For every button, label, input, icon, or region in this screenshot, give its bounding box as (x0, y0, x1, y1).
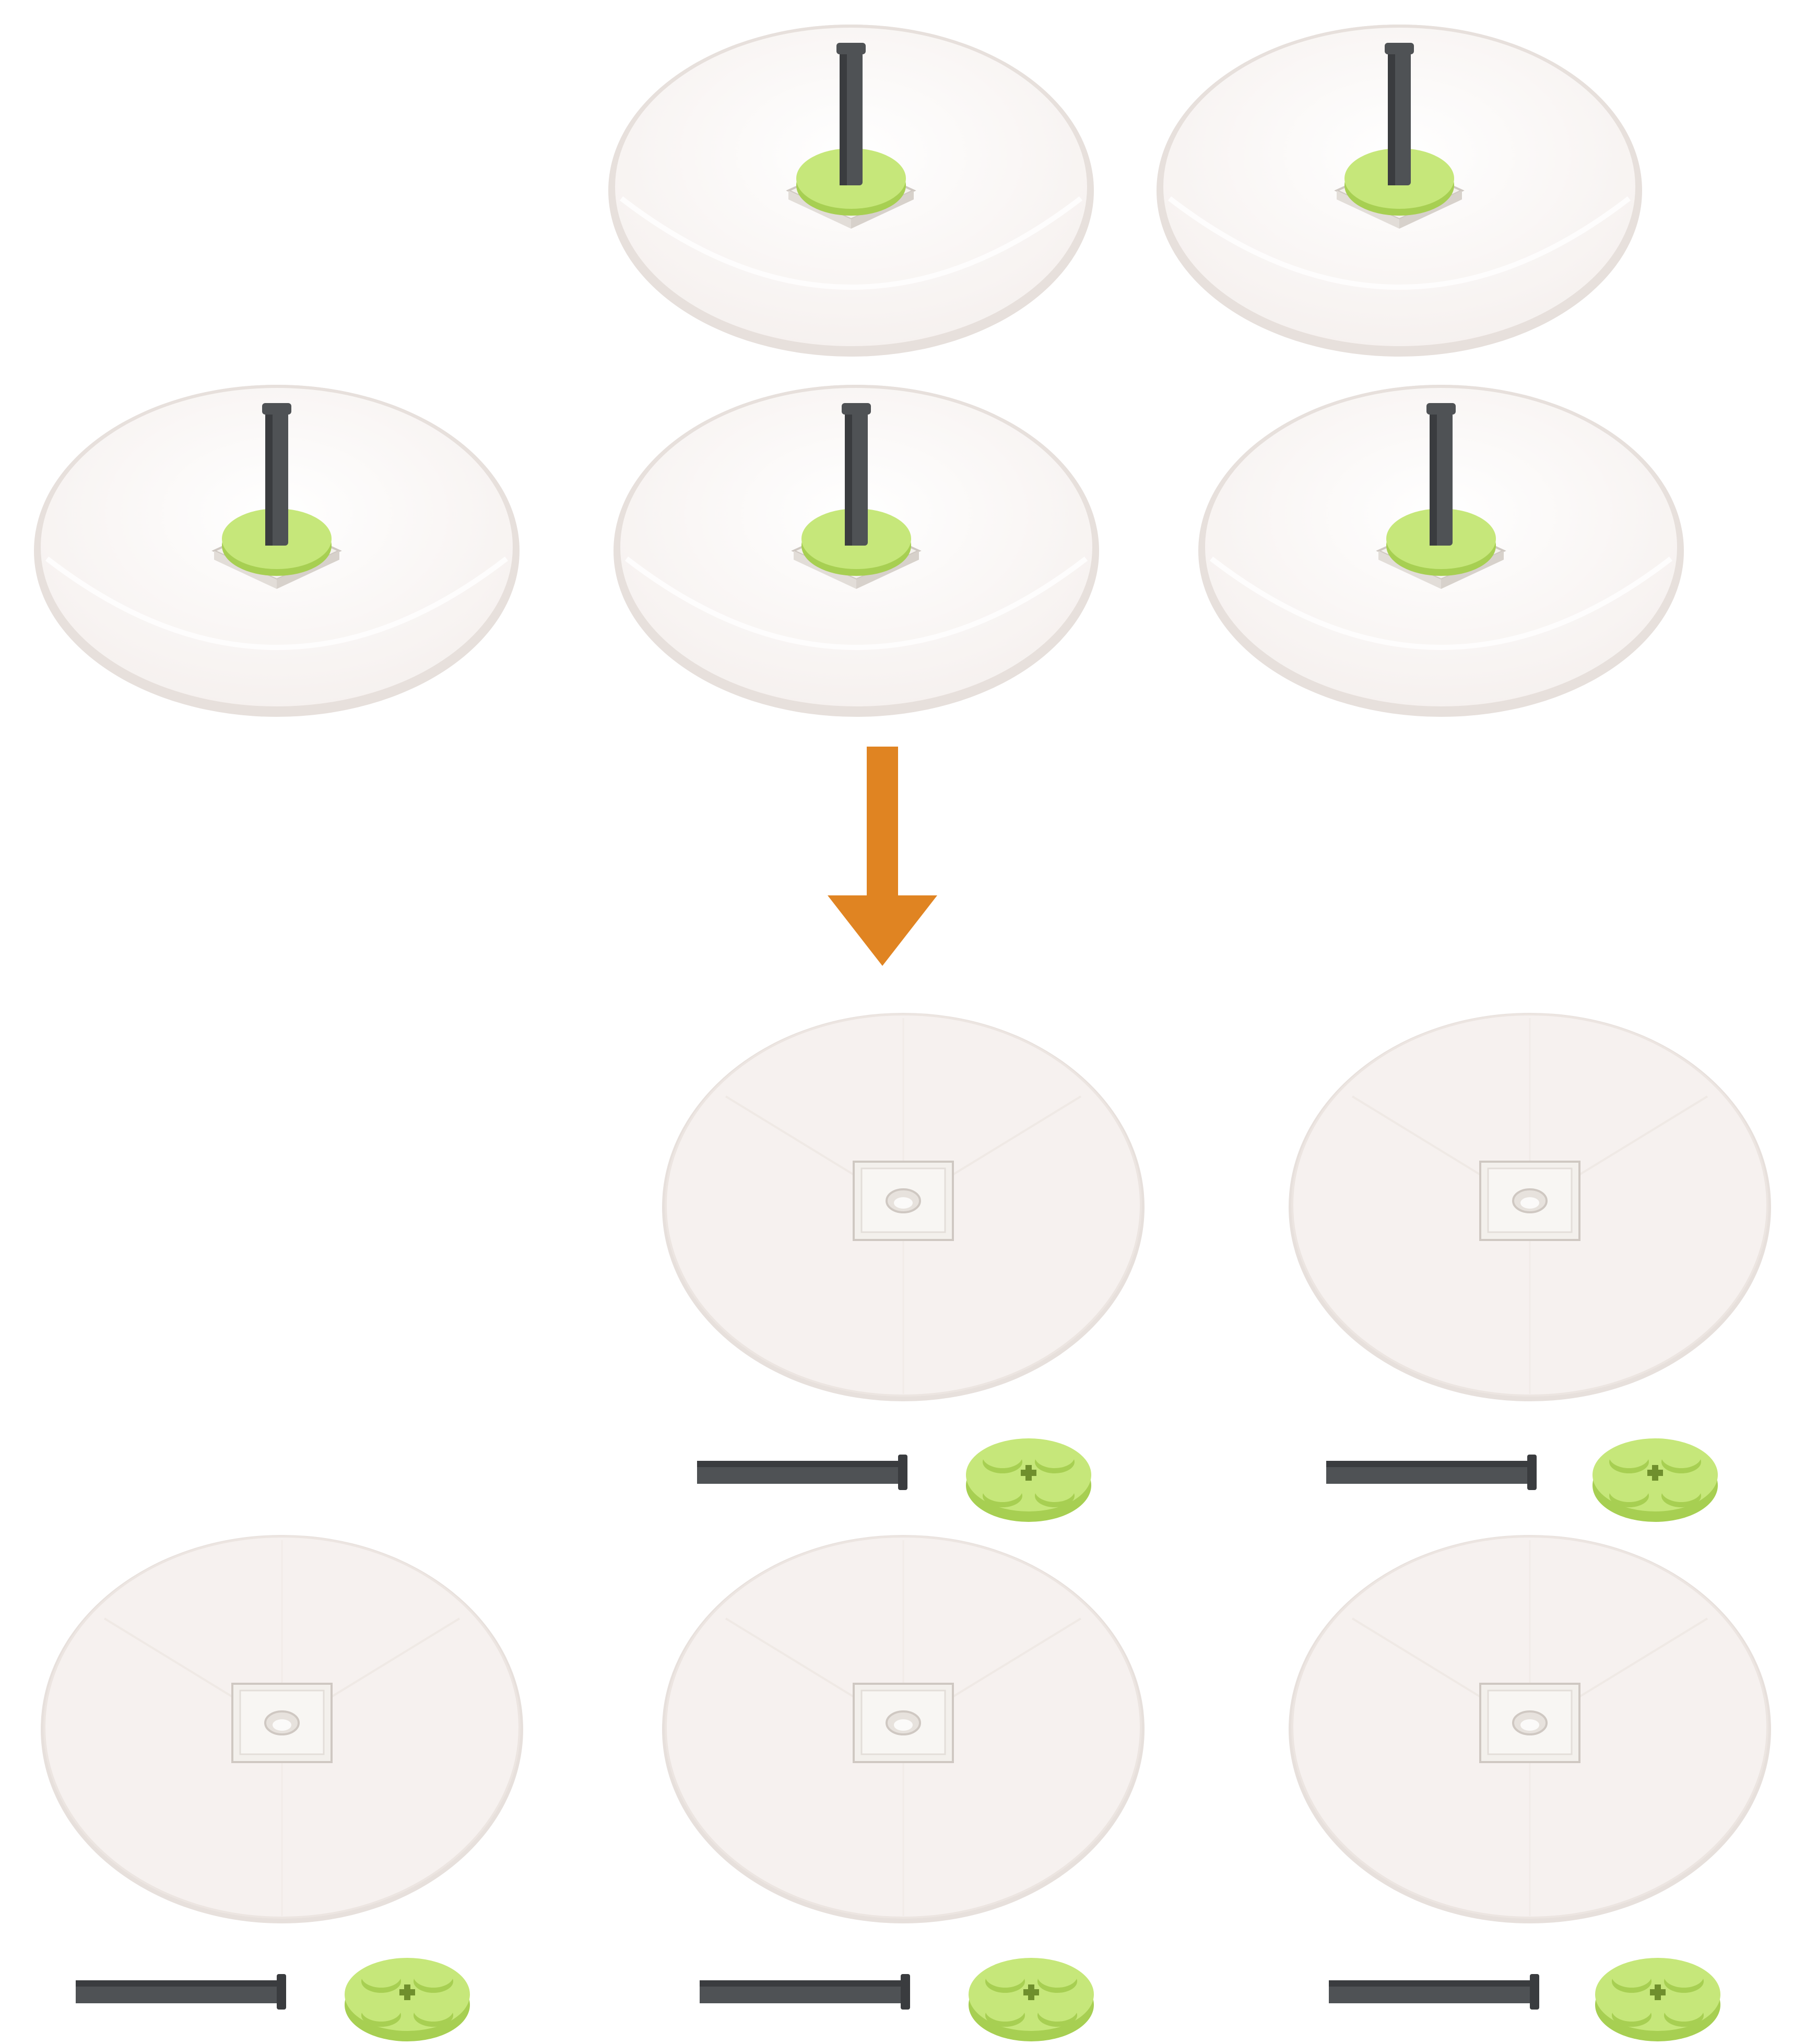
assembled-dish-4 (606, 371, 1107, 736)
round-plate-part-2 (1590, 1420, 1720, 1525)
round-plate-part-1 (963, 1420, 1094, 1525)
assembled-dish-1 (600, 10, 1102, 376)
axle-part-3 (76, 1971, 295, 2013)
axle-part-5 (1329, 1971, 1548, 2013)
assembled-dish-5 (1190, 371, 1692, 736)
down-arrow-icon (828, 747, 937, 971)
round-plate-part-4 (966, 1940, 1096, 2044)
flat-dish-5 (1279, 1525, 1780, 1932)
axle-part-2 (1326, 1451, 1546, 1493)
flat-dish-2 (1279, 1002, 1780, 1410)
round-plate-part-5 (1593, 1940, 1723, 2044)
assembled-dish-3 (26, 371, 527, 736)
flat-dish-1 (653, 1002, 1154, 1410)
assembled-dish-2 (1149, 10, 1650, 376)
round-plate-part-3 (342, 1940, 473, 2044)
flat-dish-3 (31, 1525, 533, 1932)
flat-dish-4 (653, 1525, 1154, 1932)
axle-part-1 (697, 1451, 916, 1493)
axle-part-4 (700, 1971, 919, 2013)
